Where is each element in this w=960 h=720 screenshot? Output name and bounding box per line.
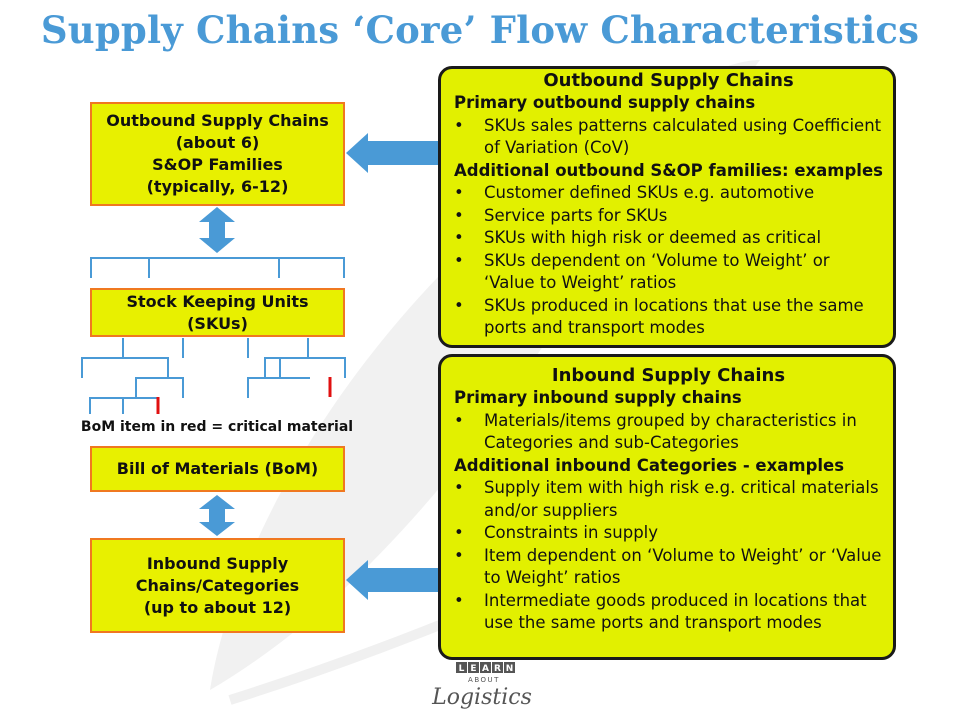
logo-about: ABOUT bbox=[468, 676, 500, 684]
inbound-left-arrow bbox=[346, 560, 440, 600]
inbound-box-line-3: (up to about 12) bbox=[143, 597, 292, 617]
sku-box: Stock Keeping Units (SKUs) bbox=[90, 288, 345, 337]
bom-box: Bill of Materials (BoM) bbox=[90, 446, 345, 492]
outbound-primary-heading: Primary outbound supply chains bbox=[454, 93, 756, 112]
inbound-box-line-1: Inbound Supply bbox=[146, 553, 289, 573]
bom-inbound-double-arrow bbox=[199, 495, 235, 536]
inbound-primary-list: Materials/items grouped by characteristi… bbox=[454, 410, 883, 455]
outbound-panel-title: Outbound Supply Chains bbox=[543, 70, 794, 91]
list-item: Intermediate goods produced in locations… bbox=[454, 590, 883, 635]
list-item: Service parts for SKUs bbox=[454, 205, 883, 228]
critical-material-markers bbox=[156, 377, 332, 414]
logo-letter: L bbox=[459, 664, 465, 674]
list-item: Constraints in supply bbox=[454, 522, 883, 545]
outbound-additional-list: Customer defined SKUs e.g. automotive Se… bbox=[454, 182, 883, 340]
learn-about-logistics-logo: L E A R N ABOUT Logistics bbox=[431, 662, 532, 710]
page-title: Supply Chains ‘Core’ Flow Characteristic… bbox=[40, 8, 920, 52]
list-item: SKUs dependent on ‘Volume to Weight’ or … bbox=[454, 250, 883, 295]
outbound-box-line-2: (about 6) bbox=[175, 133, 260, 152]
outbound-left-arrow bbox=[346, 133, 440, 173]
inbound-box-line-2: Chains/Categories bbox=[135, 575, 300, 595]
inbound-primary-heading: Primary inbound supply chains bbox=[454, 388, 742, 407]
sku-family-tree bbox=[90, 257, 345, 278]
sku-box-line-2: (SKUs) bbox=[187, 313, 248, 333]
bom-box-line-1: Bill of Materials (BoM) bbox=[116, 459, 319, 478]
outbound-supply-chains-box: Outbound Supply Chains (about 6) S&OP Fa… bbox=[90, 102, 345, 206]
outbound-box-line-1: Outbound Supply Chains bbox=[106, 111, 329, 130]
logo-script: Logistics bbox=[431, 685, 532, 710]
bom-caption: BoM item in red = critical material bbox=[80, 419, 354, 435]
logo-letter: A bbox=[482, 664, 489, 674]
inbound-panel-title: Inbound Supply Chains bbox=[551, 365, 786, 386]
inbound-additional-heading: Additional inbound Categories - examples bbox=[454, 455, 845, 475]
inbound-panel: Inbound Supply Chains Primary inbound su… bbox=[438, 354, 896, 660]
logo-letter: E bbox=[470, 664, 476, 674]
outbound-box-line-4: (typically, 6-12) bbox=[146, 177, 289, 196]
inbound-additional-list: Supply item with high risk e.g. critical… bbox=[454, 477, 883, 635]
outbound-primary-list: SKUs sales patterns calculated using Coe… bbox=[454, 115, 883, 160]
outbound-additional-heading: Additional outbound S&OP families: examp… bbox=[454, 160, 883, 180]
outbound-panel: Outbound Supply Chains Primary outbound … bbox=[438, 66, 896, 348]
list-item: SKUs with high risk or deemed as critica… bbox=[454, 227, 883, 250]
sku-box-line-1: Stock Keeping Units bbox=[126, 291, 309, 311]
logo-letter: N bbox=[506, 664, 514, 674]
outbound-box-line-3: S&OP Families bbox=[152, 155, 283, 174]
bom-tree bbox=[81, 338, 346, 414]
list-item: SKUs produced in locations that use the … bbox=[454, 295, 883, 340]
list-item: Item dependent on ‘Volume to Weight’ or … bbox=[454, 545, 883, 590]
list-item: Materials/items grouped by characteristi… bbox=[454, 410, 883, 455]
logo-letter: R bbox=[494, 664, 501, 674]
logo-letter-tiles: L E A R N bbox=[456, 662, 515, 674]
list-item: SKUs sales patterns calculated using Coe… bbox=[454, 115, 883, 160]
list-item: Customer defined SKUs e.g. automotive bbox=[454, 182, 883, 205]
outbound-sku-double-arrow bbox=[199, 207, 235, 253]
inbound-supply-chains-box: Inbound Supply Chains/Categories (up to … bbox=[90, 538, 345, 633]
list-item: Supply item with high risk e.g. critical… bbox=[454, 477, 883, 522]
